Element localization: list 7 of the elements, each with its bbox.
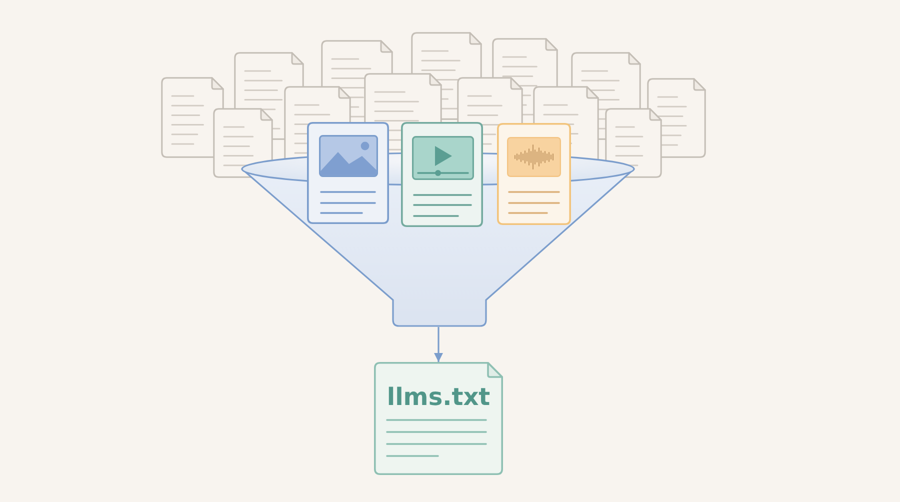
file-name: llms.txt — [386, 383, 490, 411]
document-card — [374, 362, 503, 475]
document-card — [401, 122, 483, 227]
document-sheet — [161, 77, 224, 158]
arrow — [434, 327, 443, 362]
document-card — [497, 123, 571, 225]
document-card — [307, 122, 389, 224]
